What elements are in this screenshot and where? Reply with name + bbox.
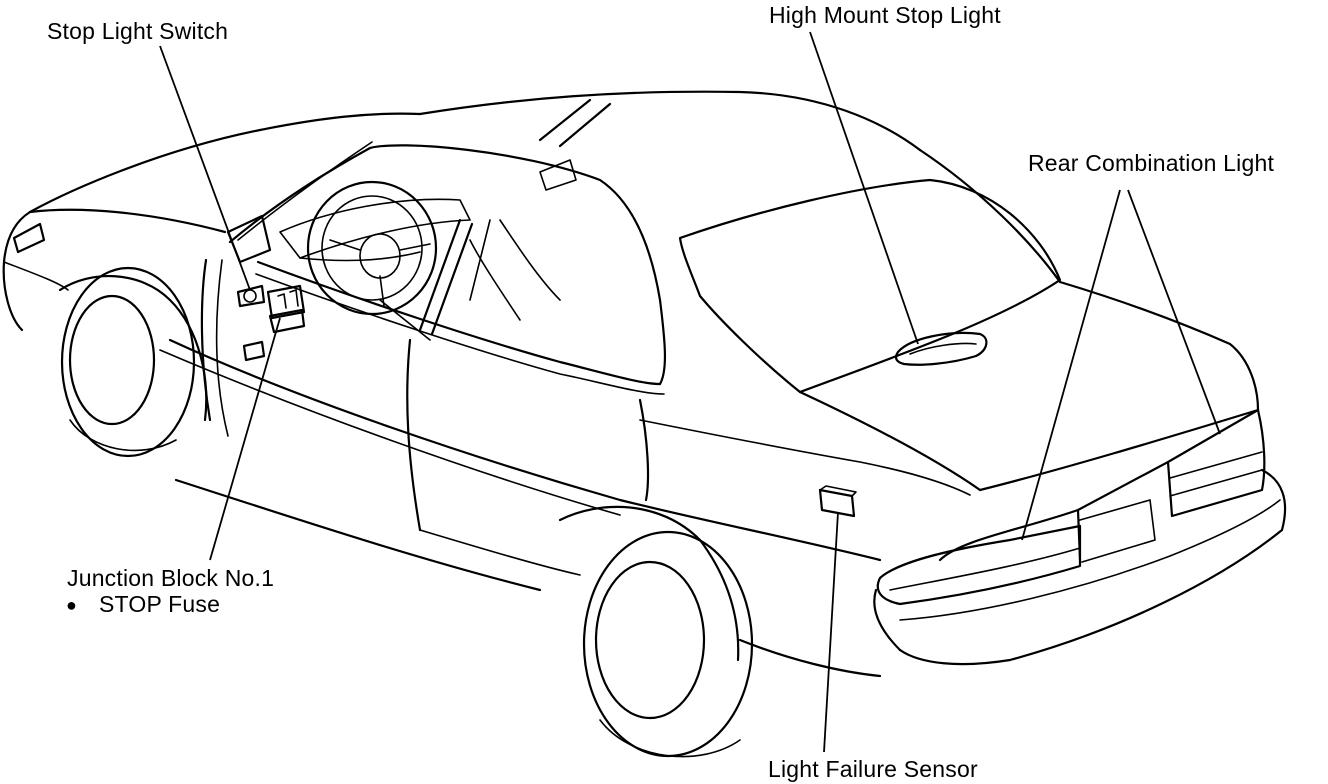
steering-wheel xyxy=(306,180,438,316)
leader-high-mount-stop-light xyxy=(809,31,919,345)
junction-block-component xyxy=(242,284,306,362)
high-mount-stop-light-component xyxy=(894,331,988,366)
leader-rear-combination-light-right xyxy=(1127,189,1221,435)
label-stop-fuse: STOP Fuse xyxy=(99,591,221,617)
leader-light-failure-sensor xyxy=(823,511,839,753)
label-rear-combination-light: Rear Combination Light xyxy=(1028,150,1275,176)
interior xyxy=(279,180,561,341)
leader-rear-combination-light-left xyxy=(1021,189,1121,541)
leader-stop-light-switch xyxy=(159,45,251,291)
leader-lines xyxy=(159,31,1221,753)
bullet-icon: ● xyxy=(66,595,78,615)
leader-junction-block xyxy=(209,317,281,561)
label-junction-block: Junction Block No.1 xyxy=(67,565,275,591)
label-high-mount-stop-light: High Mount Stop Light xyxy=(769,2,1001,28)
label-light-failure-sensor: Light Failure Sensor xyxy=(768,756,978,782)
stop-light-switch-component xyxy=(236,284,266,308)
light-failure-sensor-component xyxy=(818,485,857,518)
car-body xyxy=(2,90,1287,758)
label-stop-light-switch: Stop Light Switch xyxy=(47,18,229,44)
